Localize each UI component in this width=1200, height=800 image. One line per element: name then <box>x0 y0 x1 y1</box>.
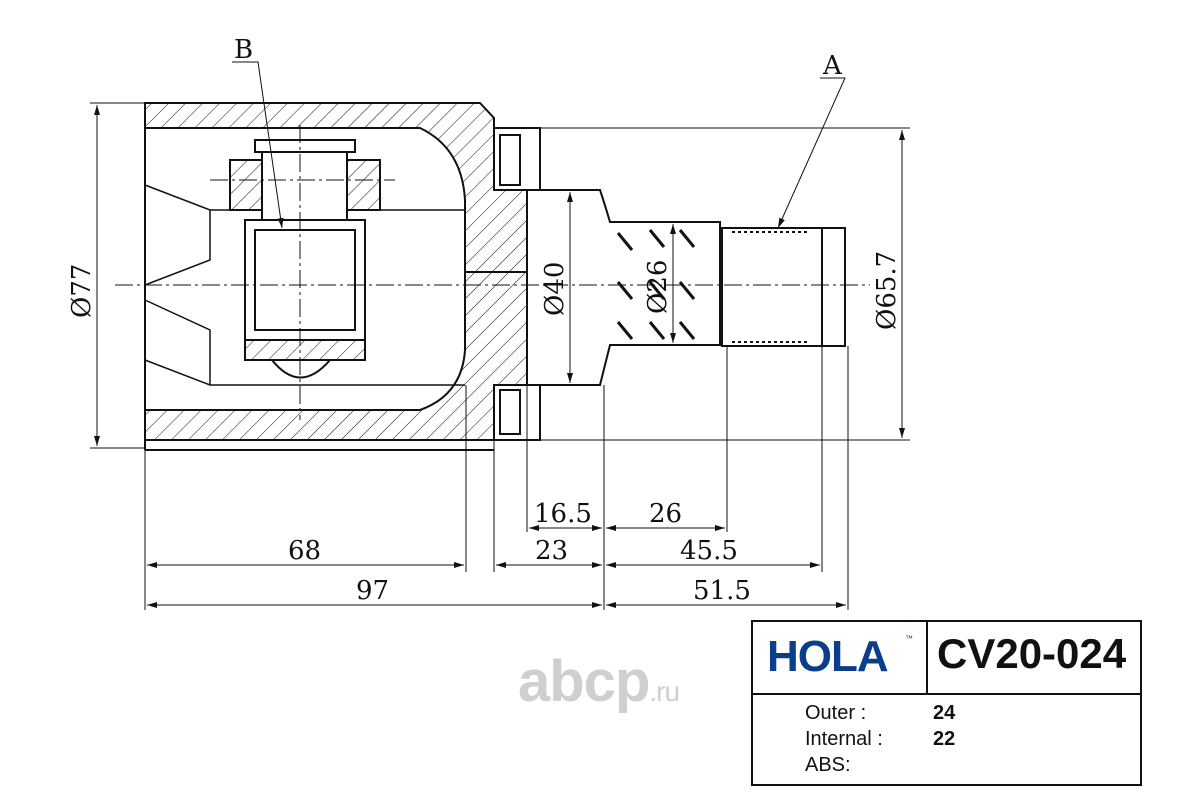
dimension-lines <box>94 105 905 608</box>
dim-45-5-text: 45.5 <box>680 536 738 566</box>
watermark-name: abcp <box>518 649 650 714</box>
brand-cell: HOLA ™ <box>753 622 928 693</box>
brand-logo: HOLA <box>767 632 889 681</box>
spec-internal-label: Internal : <box>805 728 883 750</box>
spec-outer-label: Outer : <box>805 702 867 724</box>
spec-internal-value: 22 <box>933 728 956 750</box>
housing-upper-wall <box>144 102 528 273</box>
dim-d40-text: Ø40 <box>540 262 570 316</box>
title-block-header: HOLA ™ CV20-024 <box>753 622 1140 695</box>
centerlines <box>115 125 870 420</box>
spec-outer-value: 24 <box>933 702 956 724</box>
dim-d65-7-text: Ø65.7 <box>872 251 902 330</box>
watermark: abcp.ru <box>518 648 680 715</box>
dim-d77-text: Ø77 <box>67 264 97 318</box>
callout-leaders <box>232 61 846 229</box>
housing-lower-wall <box>144 271 528 441</box>
title-block: HOLA ™ CV20-024 Outer : 24 Internal : 22… <box>751 620 1142 786</box>
dim-97-text: 97 <box>356 576 389 606</box>
tripod-assembly <box>229 139 381 379</box>
callout-b-label: B <box>234 35 253 65</box>
stem <box>527 189 846 386</box>
extension-lines <box>90 102 910 610</box>
callout-a-label: A <box>822 51 843 81</box>
dim-16-5-text: 16.5 <box>534 499 592 529</box>
dim-51-5-text: 51.5 <box>693 576 751 606</box>
dim-68-text: 68 <box>288 536 321 566</box>
dim-26-text: 26 <box>649 499 682 529</box>
watermark-tld: .ru <box>649 676 680 707</box>
housing <box>144 102 541 451</box>
dim-23-text: 23 <box>535 536 568 566</box>
dim-d26-text: Ø26 <box>643 260 673 314</box>
spec-abs-label: ABS: <box>805 754 851 776</box>
trademark-mark: ™ <box>905 634 913 643</box>
part-number: CV20-024 <box>937 630 1127 677</box>
